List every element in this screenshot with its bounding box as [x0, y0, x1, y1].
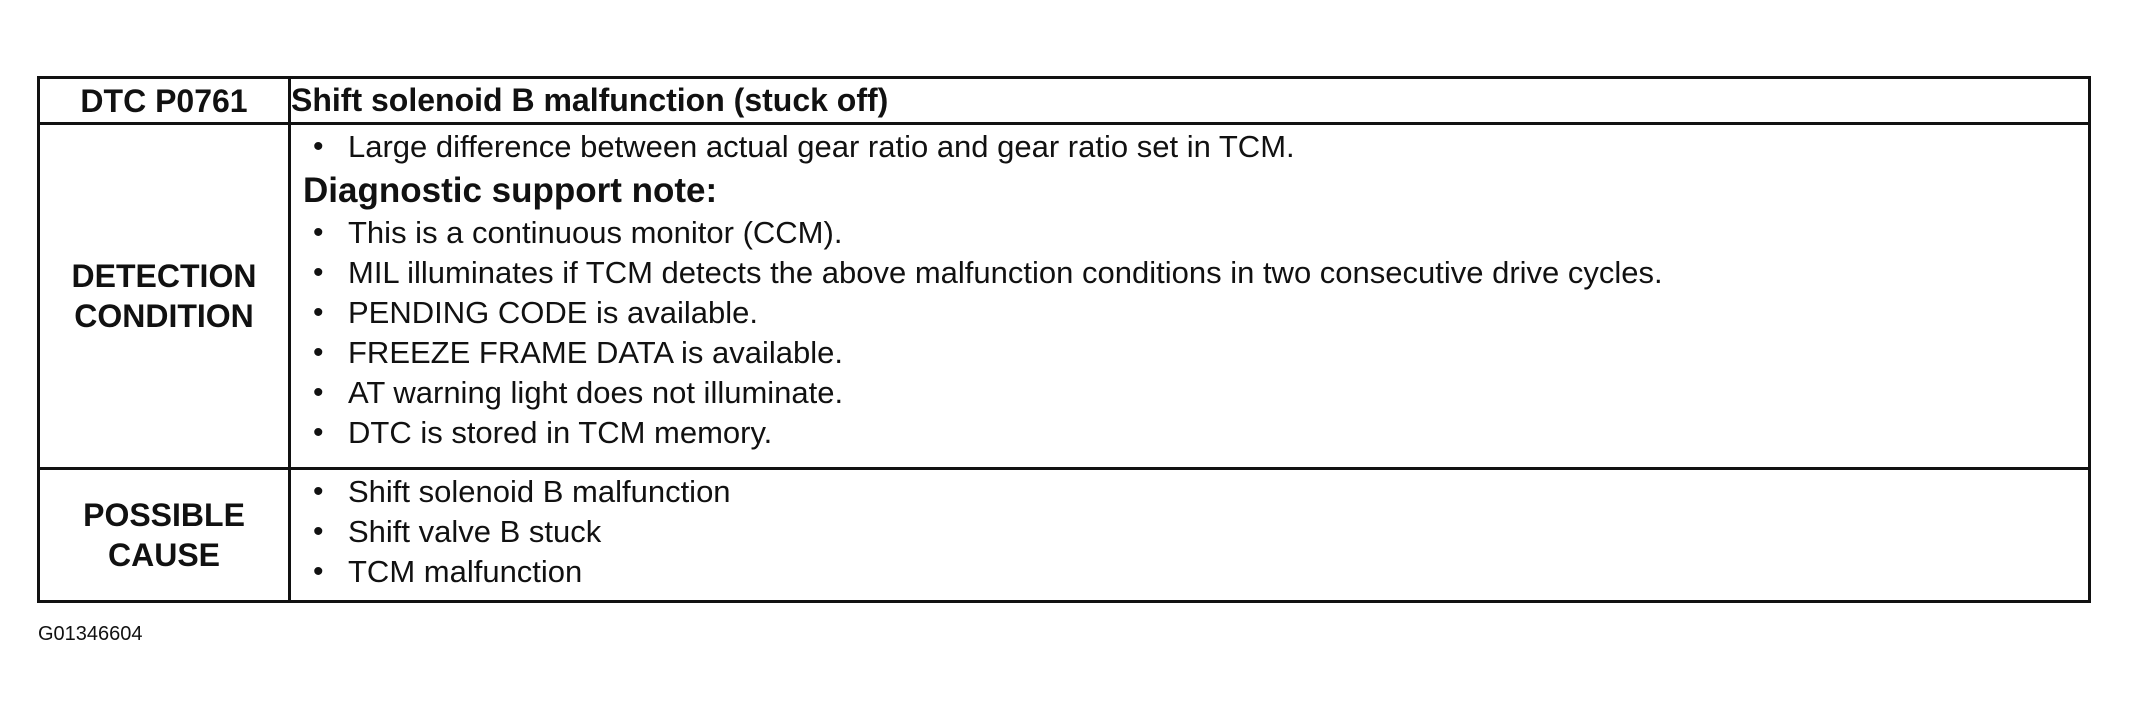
diagnostic-note-list: This is a continuous monitor (CCM). MIL … — [303, 213, 2078, 453]
possible-cause-row: POSSIBLE CAUSE Shift solenoid B malfunct… — [37, 467, 2091, 603]
dtc-info-table: DTC P0761 Shift solenoid B malfunction (… — [37, 76, 2091, 603]
cause-item: Shift solenoid B malfunction — [303, 472, 2078, 512]
figure-id: G01346604 — [38, 623, 143, 645]
note-item: PENDING CODE is available. — [303, 293, 2078, 333]
detection-condition-content: Large difference between actual gear rat… — [288, 122, 2091, 470]
header-row: DTC P0761 Shift solenoid B malfunction (… — [37, 76, 2091, 125]
detection-label-line1: DETECTION — [71, 258, 257, 294]
cause-list: Shift solenoid B malfunction Shift valve… — [303, 472, 2078, 592]
possible-cause-label: POSSIBLE CAUSE — [37, 467, 291, 603]
cause-label-line1: POSSIBLE — [83, 497, 245, 533]
note-item: MIL illuminates if TCM detects the above… — [303, 253, 2078, 293]
detection-condition-row: DETECTION CONDITION Large difference bet… — [37, 122, 2091, 470]
detection-list: Large difference between actual gear rat… — [303, 127, 2078, 167]
dtc-title: Shift solenoid B malfunction (stuck off) — [288, 76, 2091, 125]
dtc-code: DTC P0761 — [37, 76, 291, 125]
cause-item: TCM malfunction — [303, 552, 2078, 592]
note-item: AT warning light does not illuminate. — [303, 373, 2078, 413]
cause-item: Shift valve B stuck — [303, 512, 2078, 552]
note-item: DTC is stored in TCM memory. — [303, 413, 2078, 453]
possible-cause-content: Shift solenoid B malfunction Shift valve… — [288, 467, 2091, 603]
detection-item: Large difference between actual gear rat… — [303, 127, 2078, 167]
detection-label-line2: CONDITION — [74, 298, 254, 334]
note-item: This is a continuous monitor (CCM). — [303, 213, 2078, 253]
diagnostic-note-heading: Diagnostic support note: — [303, 171, 718, 210]
cause-label-line2: CAUSE — [107, 537, 220, 573]
note-item: FREEZE FRAME DATA is available. — [303, 333, 2078, 373]
detection-condition-label: DETECTION CONDITION — [37, 122, 291, 470]
